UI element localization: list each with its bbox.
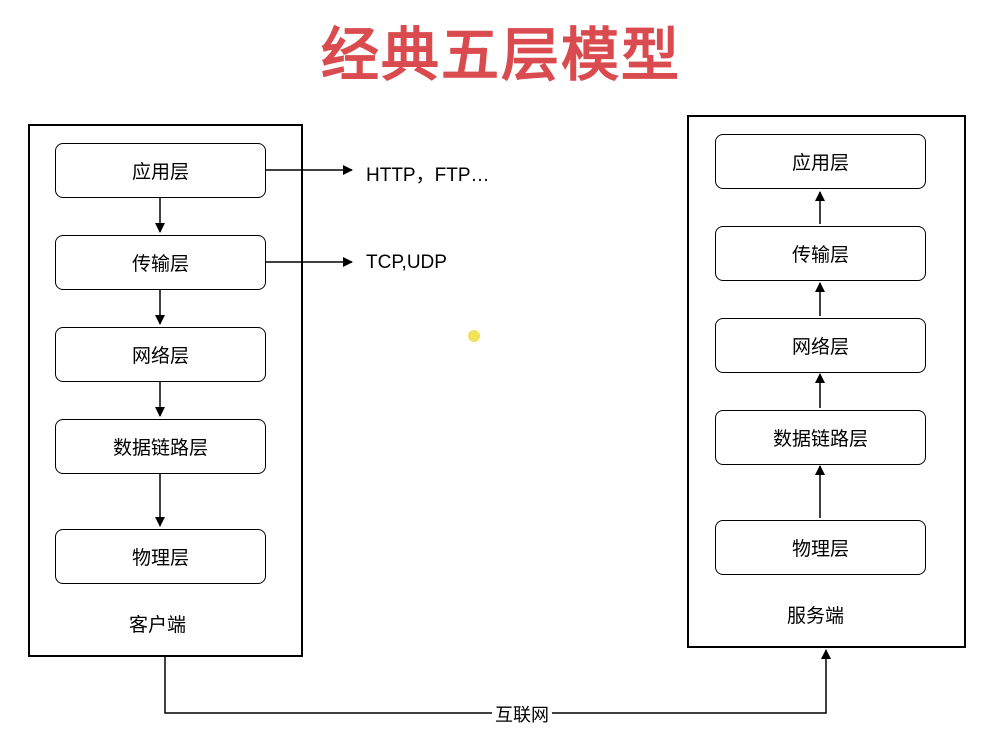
- client-layer-transport: 传输层: [55, 235, 266, 290]
- server-frame: [687, 115, 966, 648]
- application-protocols-label: HTTP，FTP…: [366, 165, 490, 186]
- client-layer-application: 应用层: [55, 143, 266, 198]
- server-layer-transport: 传输层: [715, 226, 926, 281]
- cursor-highlight-dot: [468, 330, 480, 342]
- client-frame: [28, 124, 303, 657]
- client-layer-datalink: 数据链路层: [55, 419, 266, 474]
- client-layer-physical: 物理层: [55, 529, 266, 584]
- transport-protocols-label: TCP,UDP: [366, 252, 447, 273]
- server-layer-physical: 物理层: [715, 520, 926, 575]
- internet-label: 互联网: [492, 701, 552, 727]
- page-title: 经典五层模型: [320, 21, 681, 89]
- client-label: 客户端: [129, 614, 187, 636]
- server-label: 服务端: [787, 605, 845, 627]
- client-layer-network: 网络层: [55, 327, 266, 382]
- server-layer-datalink: 数据链路层: [715, 410, 926, 465]
- server-layer-application: 应用层: [715, 134, 926, 189]
- server-layer-network: 网络层: [715, 318, 926, 373]
